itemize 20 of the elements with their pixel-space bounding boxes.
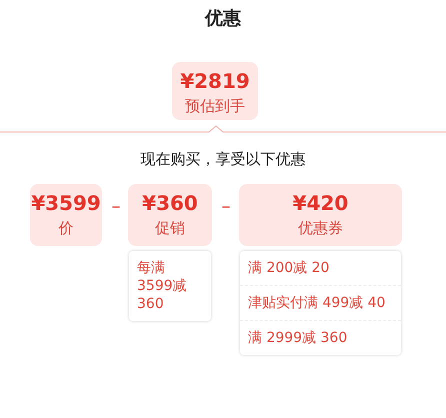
discount-rule: 满 2999减 360	[240, 320, 401, 355]
price-caption: 价	[58, 219, 74, 238]
price-caption: 预估到手	[184, 97, 246, 116]
price-box	[30, 184, 102, 246]
minus-sign: –	[110, 196, 122, 217]
subtitle: 现在购买，享受以下优惠	[140, 150, 306, 169]
price-box	[239, 184, 402, 246]
minus-sign: –	[220, 196, 232, 217]
price-amount: ¥2819	[179, 69, 251, 93]
price-amount: ¥3599	[30, 191, 102, 215]
discount-rule: 满 200减 20	[247, 259, 330, 278]
price-box	[128, 184, 212, 246]
price-box	[172, 62, 258, 120]
dialog-title: 优惠	[204, 7, 242, 30]
price-amount: ¥420	[292, 191, 350, 215]
price-caption: 优惠券	[297, 219, 344, 238]
discount-rule: 每满 3599减 360	[136, 259, 188, 314]
price-amount: ¥360	[141, 191, 199, 215]
discount-rule: 津贴实付满 499减 40	[240, 285, 401, 320]
price-caption: 促销	[154, 219, 186, 238]
